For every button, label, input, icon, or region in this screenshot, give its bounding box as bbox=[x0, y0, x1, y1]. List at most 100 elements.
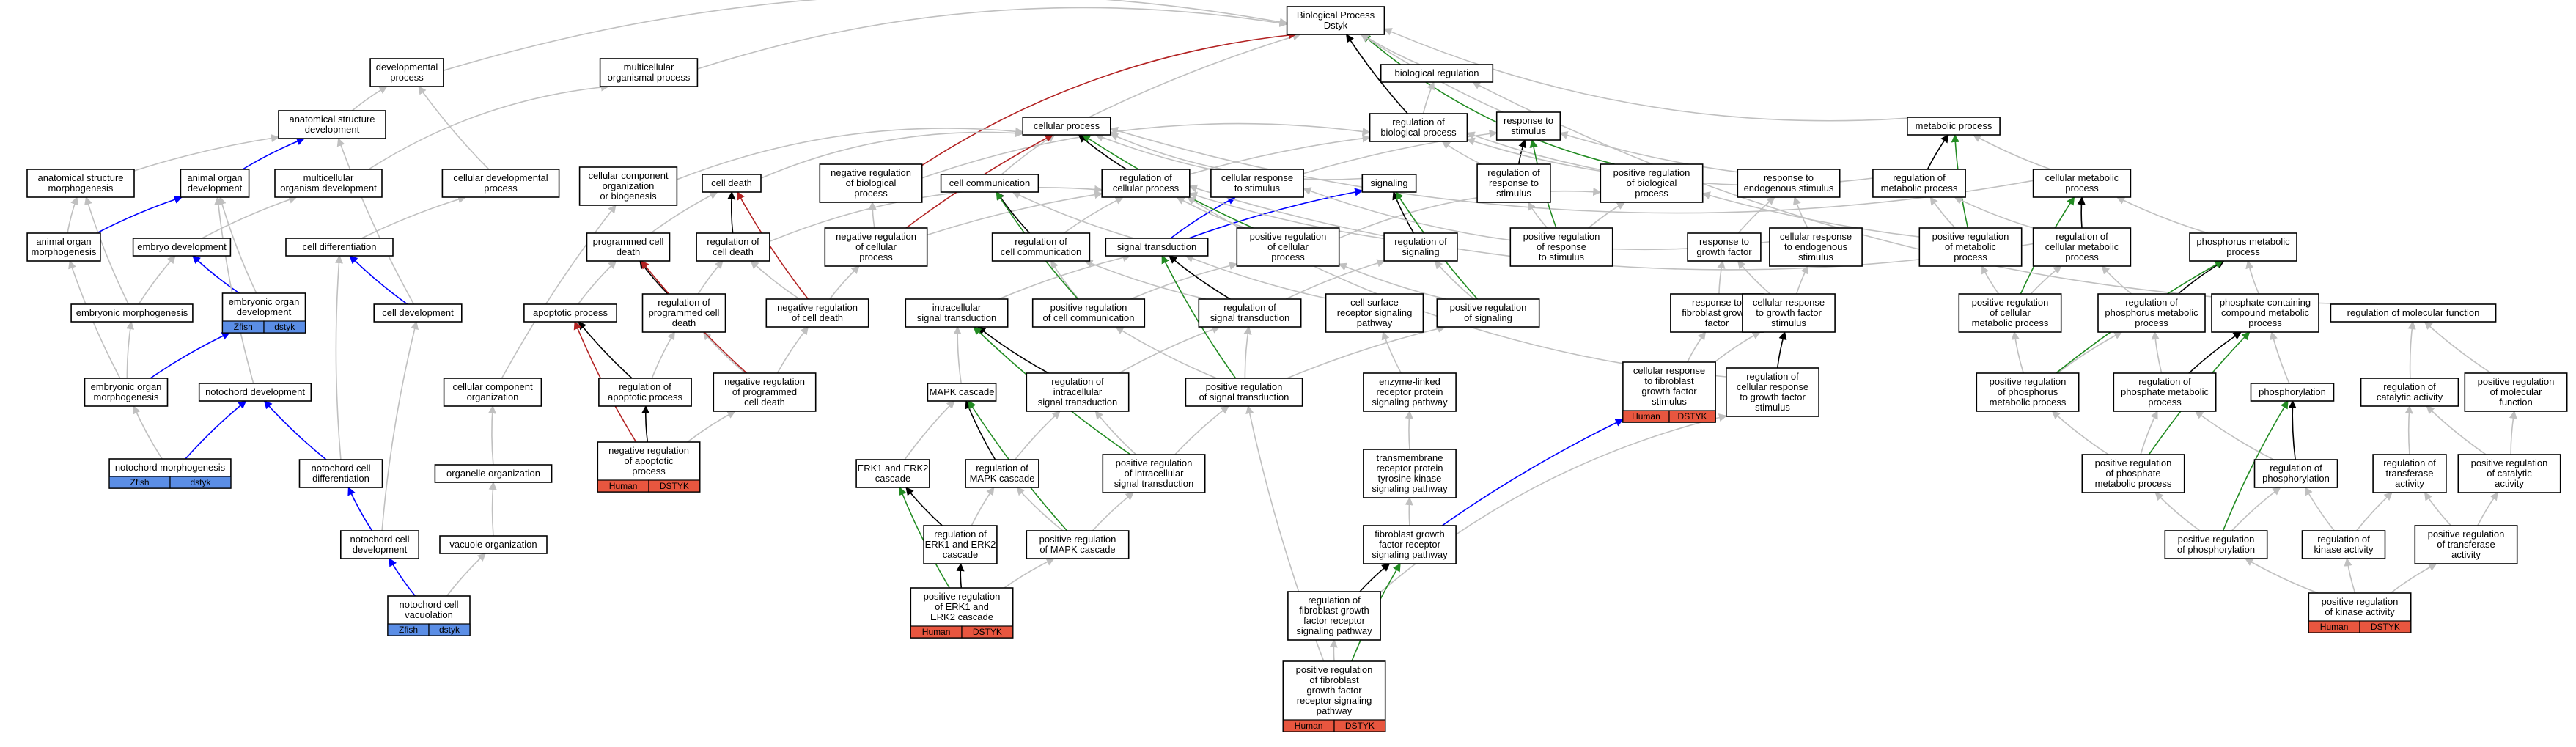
go-term-node-embdev[interactable]: embryo development bbox=[132, 238, 232, 257]
go-term-node-apop[interactable]: apoptotic process bbox=[523, 303, 617, 323]
go-term-node-sigtrans[interactable]: signal transduction bbox=[1105, 238, 1209, 257]
go-term-node-regmf[interactable]: regulation of molecular function bbox=[2330, 303, 2497, 323]
go-term-node-orgorg[interactable]: organelle organization bbox=[434, 464, 553, 483]
go-term-node-cellproc[interactable]: cellular process bbox=[1022, 117, 1111, 136]
go-term-node-phosphorylation[interactable]: phosphorylation bbox=[2250, 383, 2335, 402]
go-term-node-cellcomm[interactable]: cell communication bbox=[940, 174, 1039, 193]
go-term-node-notodev[interactable]: notochord development bbox=[198, 383, 312, 402]
node-box bbox=[132, 238, 232, 257]
go-term-node-mapk[interactable]: MAPK cascade bbox=[927, 383, 997, 402]
go-term-node-cdev[interactable]: cell development bbox=[373, 303, 463, 323]
go-term-node-metab[interactable]: metabolic process bbox=[1907, 117, 2001, 136]
go-term-node-embmorph[interactable]: embryonic morphogenesis bbox=[70, 303, 194, 323]
go-term-node-celldiff[interactable]: cell differentiation bbox=[285, 238, 394, 257]
go-term-node-vacorg[interactable]: vacuole organization bbox=[439, 535, 548, 554]
go-term-node-biolreg[interactable]: biological regulation bbox=[1380, 64, 1494, 83]
go-term-node-signaling[interactable]: signaling bbox=[1361, 174, 1417, 193]
go-term-node-celldeath[interactable]: cell death bbox=[702, 174, 762, 193]
node-box bbox=[765, 298, 869, 328]
